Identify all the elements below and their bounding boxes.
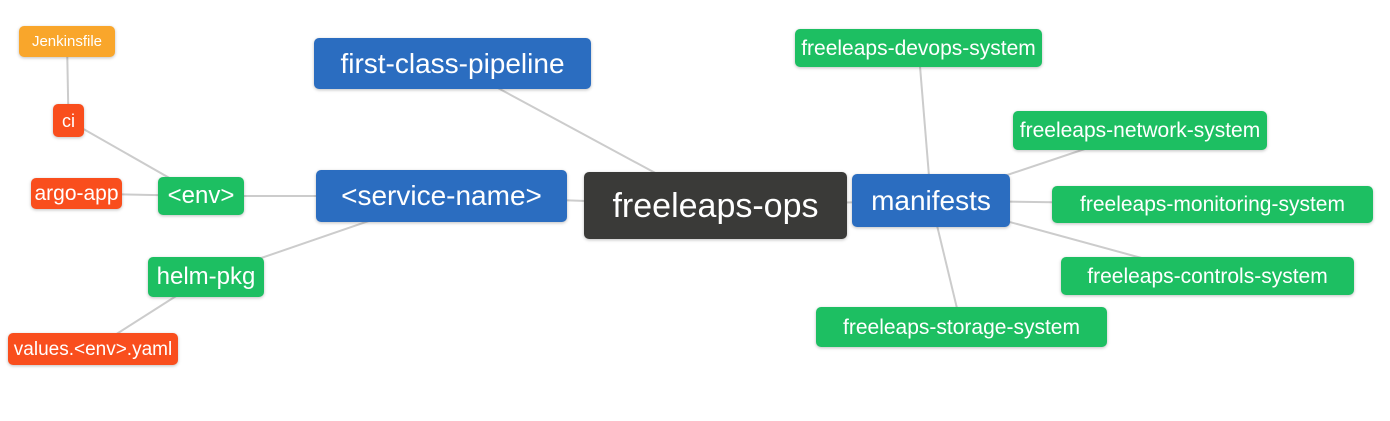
node-freeleaps-ops[interactable]: freeleaps-ops xyxy=(584,172,847,239)
node-freeleaps-devops-system[interactable]: freeleaps-devops-system xyxy=(795,29,1042,67)
node-values-env-yaml[interactable]: values.<env>.yaml xyxy=(8,333,178,365)
node-ci[interactable]: ci xyxy=(53,104,84,137)
node-manifests[interactable]: manifests xyxy=(852,174,1010,227)
node-freeleaps-controls-system[interactable]: freeleaps-controls-system xyxy=(1061,257,1354,295)
node-freeleaps-monitoring-system[interactable]: freeleaps-monitoring-system xyxy=(1052,186,1373,223)
node-freeleaps-storage-system[interactable]: freeleaps-storage-system xyxy=(816,307,1107,347)
node-argo-app[interactable]: argo-app xyxy=(31,178,122,209)
node-env[interactable]: <env> xyxy=(158,177,244,215)
node-first-class-pipeline[interactable]: first-class-pipeline xyxy=(314,38,591,89)
node-freeleaps-network-system[interactable]: freeleaps-network-system xyxy=(1013,111,1267,150)
node-helm-pkg[interactable]: helm-pkg xyxy=(148,257,264,297)
node-service-name[interactable]: <service-name> xyxy=(316,170,567,222)
node-jenkinsfile[interactable]: Jenkinsfile xyxy=(19,26,115,57)
